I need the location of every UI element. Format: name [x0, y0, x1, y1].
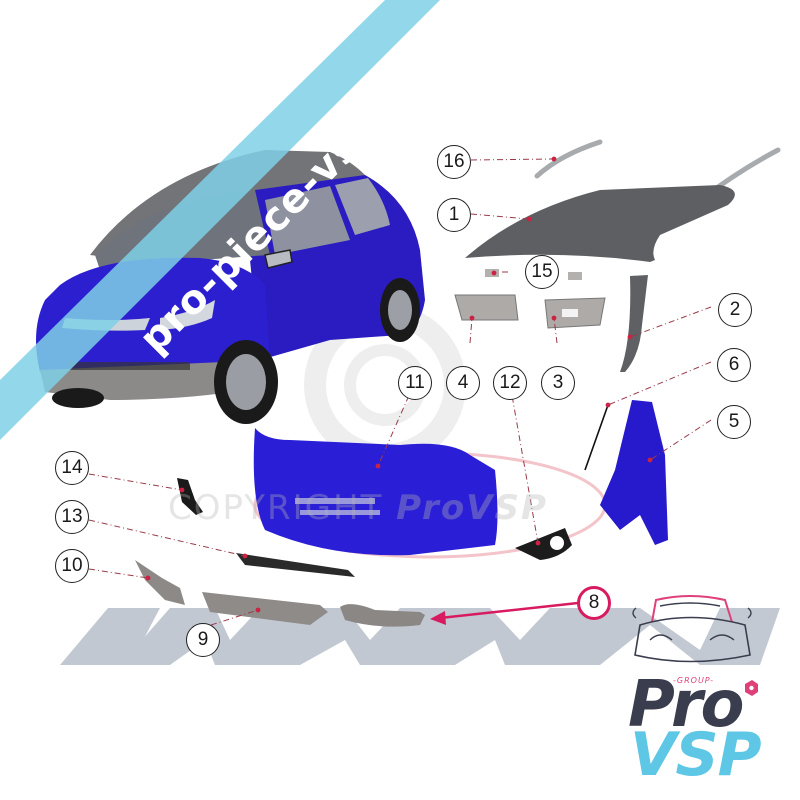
- callout-14: 14: [55, 451, 89, 485]
- callout-label: 16: [443, 151, 465, 172]
- part-8-spoiler-corner-right: [340, 604, 425, 627]
- highlight-arrow-head-icon: [430, 611, 446, 625]
- callout-8-highlighted: 8: [577, 586, 611, 620]
- callout-5: 5: [717, 405, 751, 439]
- callout-4: 4: [446, 366, 480, 400]
- car-wheel-left: [52, 388, 104, 408]
- part-15-clip-right: [568, 272, 582, 280]
- callout-9: 9: [186, 623, 220, 657]
- callout-label: 8: [588, 592, 600, 613]
- callout-label: 13: [61, 506, 83, 527]
- visor-mirror: [562, 309, 578, 317]
- callout-label: 12: [499, 372, 521, 393]
- car-side-window: [265, 186, 350, 255]
- part-1-roof: [465, 185, 735, 262]
- leader-endpoints: [145, 156, 653, 613]
- car-rim-rear: [388, 290, 412, 330]
- callout-label: 2: [729, 299, 741, 320]
- part-2-a-pillar-trim: [620, 275, 648, 372]
- logo-pro: Pro: [628, 668, 744, 742]
- copyright-prefix: COPYRIGHT: [168, 488, 397, 528]
- car-grille: [70, 362, 190, 370]
- part-13-lower-grille: [236, 553, 355, 577]
- callout-label: 11: [405, 372, 425, 393]
- callout-label: 5: [728, 411, 740, 432]
- callout-label: 1: [448, 204, 460, 225]
- part-9-lower-spoiler: [202, 592, 328, 625]
- callout-13: 13: [55, 500, 89, 534]
- part-4-sun-visor-left: [454, 294, 519, 321]
- car-rear-window: [335, 178, 390, 235]
- callout-label: 15: [531, 261, 553, 282]
- callout-11: 11: [398, 366, 432, 400]
- car-rim-front: [226, 354, 266, 410]
- logo-vsp: VSP: [630, 720, 762, 790]
- callout-label: 4: [457, 372, 469, 393]
- part-10-spoiler-corner-left: [135, 560, 185, 605]
- part-14-bracket: [177, 478, 203, 515]
- banner-stripe: [0, 0, 440, 440]
- bumper-slot: [300, 510, 380, 515]
- car-headlight-right: [160, 300, 215, 330]
- callout-2: 2: [718, 293, 752, 327]
- car-outline-icon: [632, 595, 752, 663]
- part-11-front-bumper: [253, 428, 498, 556]
- fog-hole: [550, 536, 564, 550]
- callout-10: 10: [55, 549, 89, 583]
- callout-12: 12: [493, 366, 527, 400]
- callout-1: 1: [437, 198, 471, 232]
- copyright-brand: ProVSP: [396, 488, 548, 528]
- hex-nut-hole: [749, 685, 754, 691]
- part-12-fog-bezel: [515, 528, 572, 560]
- callout-label: 14: [61, 457, 83, 478]
- part-16-roof-moulding: [534, 139, 603, 179]
- part-5-front-fender: [600, 400, 668, 545]
- callout-6: 6: [717, 348, 751, 382]
- highlight-arrow-line: [439, 601, 579, 620]
- callout-label: 9: [197, 629, 209, 650]
- callout-label: 6: [728, 354, 740, 375]
- leader-line-group: [88, 158, 712, 626]
- copyright-watermark: COPYRIGHT ProVSP: [168, 488, 548, 528]
- callout-label: 3: [552, 372, 564, 393]
- car-mirror: [264, 249, 293, 269]
- callout-3: 3: [541, 366, 575, 400]
- bumper-slot: [295, 498, 375, 504]
- callout-label: 10: [61, 555, 83, 576]
- callout-16: 16: [437, 145, 471, 179]
- logo-group-label: -GROUP-: [673, 676, 715, 685]
- callout-15: 15: [525, 255, 559, 289]
- part-6-fender-seal: [584, 404, 609, 471]
